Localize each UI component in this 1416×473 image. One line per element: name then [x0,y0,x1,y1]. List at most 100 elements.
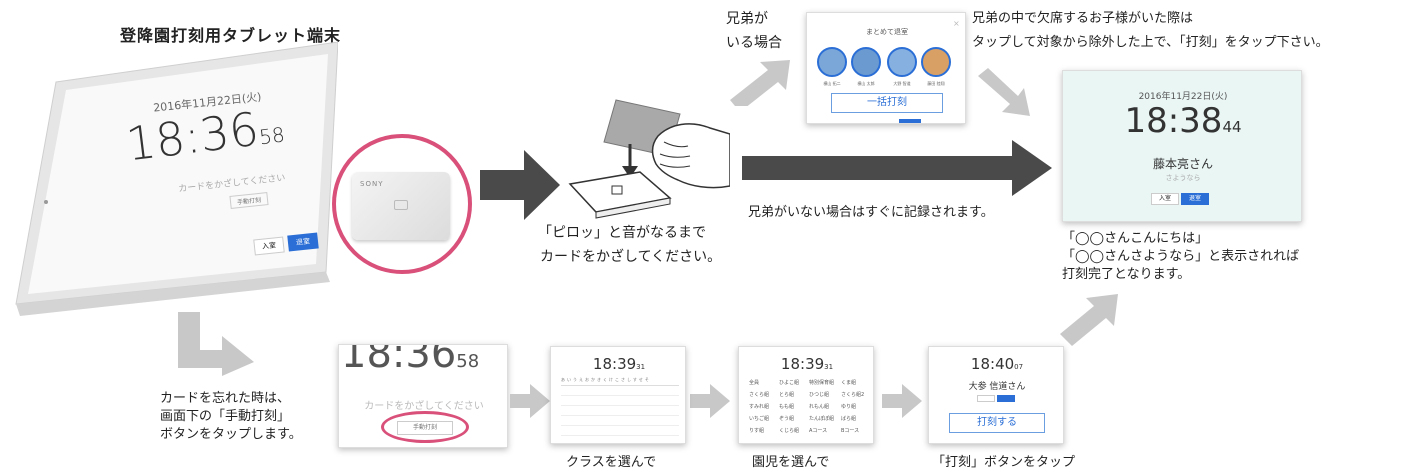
sibling-close-icon[interactable]: × [953,19,960,28]
class-cell[interactable]: Bコース [841,428,860,434]
sibling-note-2: タップして対象から除外した上で、「打刻」をタップ下さい。 [972,35,1329,50]
result-date: 2016年11月22日(火) [1138,92,1228,102]
step1-caption: クラスを選んで [566,455,657,470]
crop-time: 18:3658 [341,344,480,377]
sibling-avatar-4[interactable] [921,47,951,77]
class-cell[interactable]: ばら組 [841,416,857,422]
arrow-dark-long [742,140,1052,196]
result-name: 藤本亮さん [1152,157,1213,171]
arrow-small-1 [510,384,550,418]
card-tap-illustration [568,99,730,219]
arrow-down-right [978,68,1030,116]
sibling-avatar-3[interactable] [887,47,917,77]
arrow-l-shape [178,312,254,376]
class-cell[interactable]: すみれ組 [749,404,770,410]
sibling-name-3: 大野 智道 [893,81,911,86]
tablet-device: 2016年11月22日(火) 18:3658 カードをかざしてください 手動打刻… [8,41,339,342]
crop-prompt: カードをかざしてください [364,401,484,412]
result-time-seconds: 44 [1222,118,1242,136]
result-time: 18:3844 [1063,101,1301,141]
sibling-avatar-1[interactable] [817,47,847,77]
arrow-up-diagonal [1060,294,1118,346]
class-cell[interactable]: くじら組 [779,428,800,434]
sibling-name-1: 横山 拓二 [823,81,841,86]
step2-time-hm: 18:39 [780,355,825,373]
arrow-small-2 [690,384,730,418]
sibling-avatar-2[interactable] [851,47,881,77]
class-cell[interactable]: ゆり組 [841,404,857,410]
manual-crop-screen: 18:3658 カードをかざしてください 手動打刻 [338,344,508,448]
page-title: 登降園打刻用タブレット端末 [120,26,342,45]
forgot-caption-2: 画面下の「手動打刻」 [160,409,291,424]
siblings-label-2: いる場合 [726,35,782,51]
step-stamp-screen: 18:4007 大参 信道さん 打刻する [928,346,1064,444]
sibling-dialog-title: まとめて退室 [866,28,908,36]
class-cell[interactable]: 特別保育組 [809,380,835,386]
result-enter-button[interactable]: 入室 [1151,193,1179,205]
class-grid: 全員 ひよこ組 特別保育組 くま組 さくら組 とら組 ひつじ組 さくら組2 すみ… [749,379,867,439]
tablet-leave-button[interactable]: 退室 [287,232,319,252]
arrow-up-right [730,60,790,106]
class-cell[interactable]: れもん組 [809,404,830,410]
class-cell[interactable]: いちご組 [749,416,770,422]
result-greeting: さようなら [1165,174,1201,182]
step3-time-seconds: 07 [1014,363,1024,371]
arrow-small-3 [882,384,922,418]
bulk-stamp-button[interactable]: 一括打刻 [831,93,943,113]
step3-caption: 「打刻」ボタンをタップ [932,455,1076,470]
step3-name: 大参 信道さん [968,382,1026,392]
class-cell[interactable]: もも組 [779,404,795,410]
sibling-bottom-bar [899,119,921,123]
class-cell[interactable]: ひつじ組 [809,392,830,398]
reader-brand: SONY [360,180,384,188]
class-cell[interactable]: さくら組 [749,392,770,398]
tablet-enter-button[interactable]: 入室 [253,236,285,256]
tablet-frame [15,41,339,316]
result-caption-3: 打刻完了となります。 [1062,267,1191,282]
step-class-screen: 18:3931 あいうえおかきくけこさしすせそ [550,346,686,444]
sibling-name-2: 横山 太郎 [857,81,875,86]
step3-leave-toggle[interactable] [997,395,1015,402]
result-time-hm: 18:38 [1124,101,1223,141]
class-cell[interactable]: さくら組2 [841,392,865,398]
step3-enter-toggle[interactable] [977,395,995,402]
class-cell[interactable]: りす組 [749,428,765,434]
crop-time-hm: 18:36 [341,344,457,377]
class-cell[interactable]: ぞう組 [779,416,795,422]
child-grid [561,385,679,439]
arrow-dark-1 [480,150,560,220]
card-caption-2: カードをかざしてください。 [540,249,722,265]
step1-time: 18:3931 [551,355,685,373]
reader-sensor-icon [394,200,408,210]
result-screen: 2016年11月22日(火) 18:3844 藤本亮さん さようなら 入室 退室 [1062,70,1302,222]
result-leave-button[interactable]: 退室 [1181,193,1209,205]
step-child-screen: 18:3931 全員 ひよこ組 特別保育組 くま組 さくら組 とら組 ひつじ組 … [738,346,874,444]
class-cell[interactable]: ひよこ組 [779,380,800,386]
class-cell[interactable]: たんぽぽ組 [809,416,835,422]
class-cell[interactable]: くま組 [841,380,857,386]
class-cell[interactable]: Aコース [809,428,828,434]
hand-icon [651,123,730,189]
tablet-time-seconds: 58 [257,122,287,150]
step2-time: 18:3931 [739,355,873,373]
reader-small [568,171,672,219]
forgot-caption-1: カードを忘れた時は、 [160,391,291,406]
class-cell[interactable]: とら組 [779,392,795,398]
class-cell[interactable]: 全員 [749,380,760,386]
result-caption-1: 「◯◯さんこんにちは」 [1062,231,1209,246]
step2-time-seconds: 31 [824,363,834,371]
step1-time-hm: 18:39 [592,355,637,373]
no-siblings-note: 兄弟がいない場合はすぐに記録されます。 [748,205,994,220]
kana-row[interactable]: あいうえおかきくけこさしすせそ [561,377,651,382]
step1-time-seconds: 31 [636,363,646,371]
forgot-caption-3: ボタンをタップします。 [160,427,302,442]
step3-time: 18:4007 [929,355,1063,373]
step3-time-hm: 18:40 [970,355,1015,373]
sibling-name-4: 藤田 陸翔 [927,81,945,86]
step2-caption: 園児を選んで [752,455,830,470]
card-caption-1: 「ピロッ」と音がなるまで [538,225,706,241]
crop-time-seconds: 58 [456,351,480,372]
siblings-label-1: 兄弟が [726,11,768,27]
card-reader: SONY [352,172,450,240]
stamp-button[interactable]: 打刻する [949,413,1045,433]
